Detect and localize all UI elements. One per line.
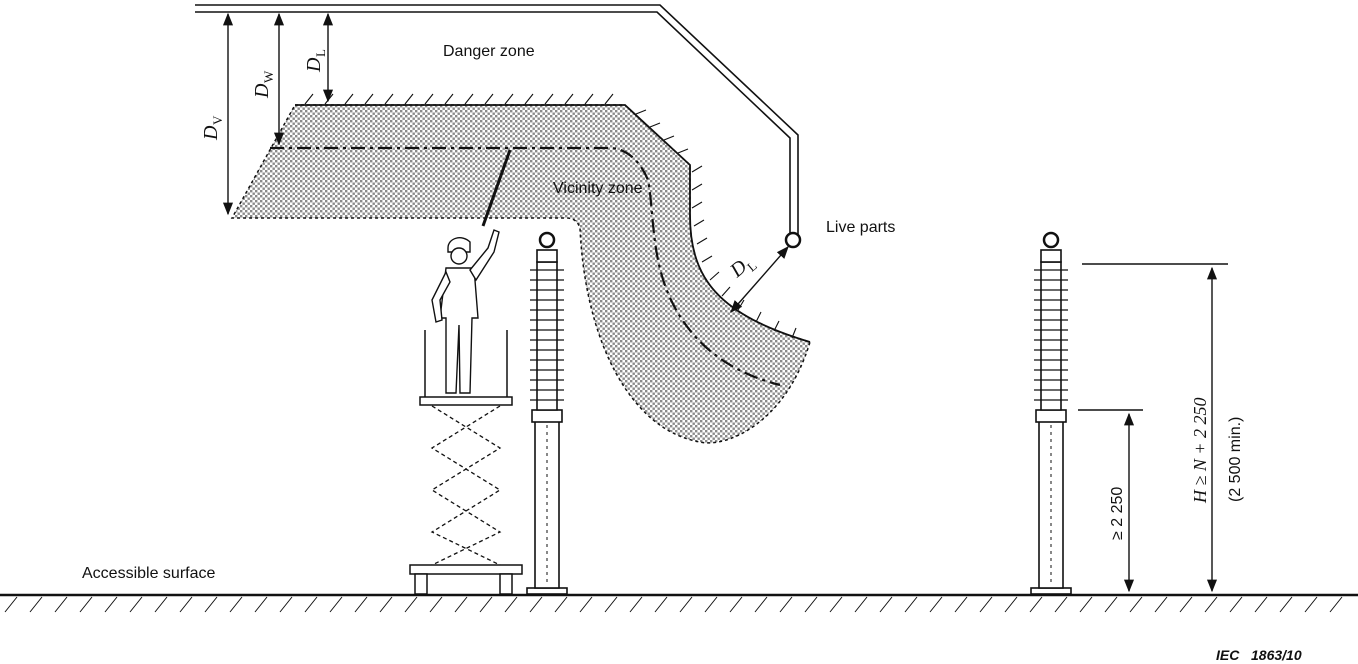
vicinity-zone-label: Vicinity zone — [553, 180, 643, 197]
live-parts-label: Live parts — [826, 219, 895, 236]
ground-surface — [0, 593, 1358, 613]
working-distance-line — [270, 146, 781, 387]
svg-text:V: V — [210, 115, 225, 125]
svg-text:W: W — [261, 70, 276, 83]
height-formula-label: H ≥ N + 2 250 — [1190, 397, 1210, 504]
scissor-lift — [409, 330, 523, 595]
figure-reference: IEC 1863/10 — [1216, 647, 1302, 663]
dim-dl-right: D L — [725, 255, 759, 282]
worker-figure — [431, 149, 512, 394]
svg-text:D: D — [200, 125, 222, 141]
svg-text:D: D — [303, 57, 325, 73]
dim-dl-top: D L — [303, 49, 328, 73]
height-formula-min-label: (2 500 min.) — [1227, 417, 1244, 502]
hatched-boundary — [295, 93, 811, 343]
svg-text:L: L — [313, 49, 328, 57]
accessible-surface-label: Accessible surface — [82, 565, 215, 582]
dim-dv: D V — [200, 115, 225, 141]
svg-text:D: D — [251, 83, 273, 99]
dim-dw: D W — [251, 70, 276, 99]
height-dimensions — [1078, 263, 1228, 593]
dimension-arrows — [222, 12, 789, 313]
min-height-label: ≥ 2 250 — [1109, 487, 1126, 540]
insulator-left — [526, 231, 568, 595]
danger-zone-label: Danger zone — [443, 43, 535, 60]
live-part-terminal — [784, 231, 802, 249]
vicinity-zone-area — [230, 104, 811, 444]
danger-zone-boundary — [195, 4, 799, 235]
insulator-right — [1030, 231, 1072, 595]
